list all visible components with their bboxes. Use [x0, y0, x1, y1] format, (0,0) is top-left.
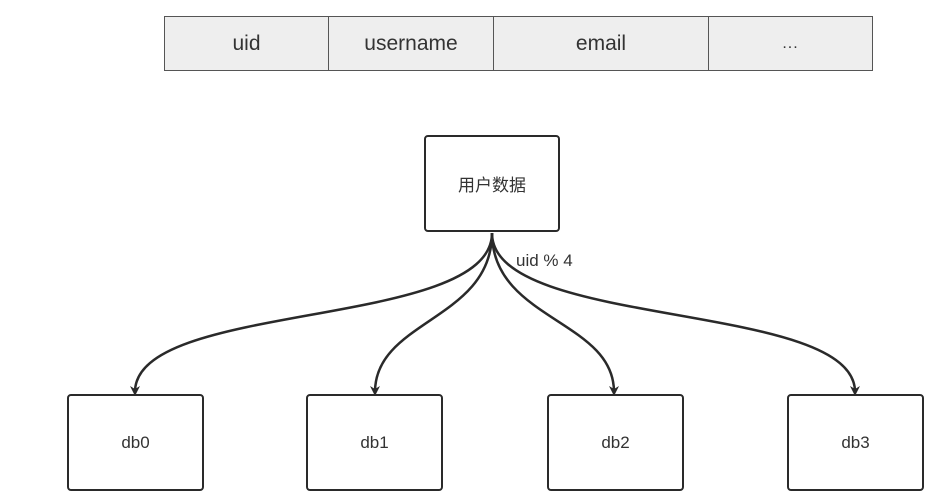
edge-db0: [130, 232, 494, 396]
shard-node-db1: db1: [306, 394, 443, 491]
field-table: uid username email ...: [164, 16, 873, 71]
field-uid: uid: [165, 17, 329, 70]
edge-db2: [490, 232, 619, 396]
shard-node-db2: db2: [547, 394, 684, 491]
field-username: username: [329, 17, 494, 70]
shard-node-db3: db3: [787, 394, 924, 491]
field-email: email: [494, 17, 709, 70]
edge-db3: [490, 232, 860, 396]
edge-label: uid % 4: [516, 251, 573, 270]
field-more: ...: [782, 34, 799, 52]
root-node: 用户数据: [424, 135, 560, 232]
shard-node-db0: db0: [67, 394, 204, 491]
edge-db1: [370, 232, 494, 396]
